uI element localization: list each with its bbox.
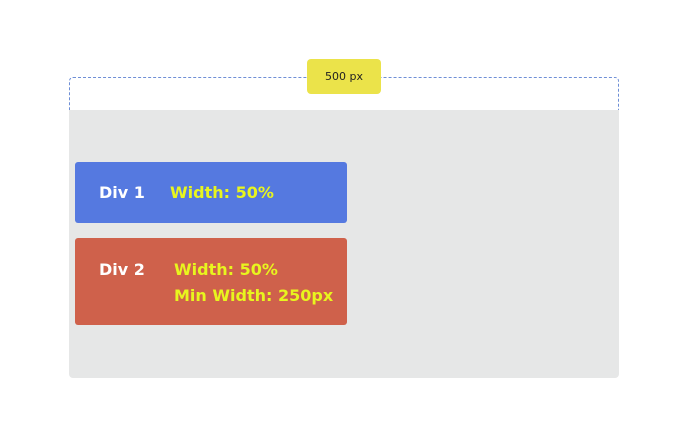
- width-measure-label: 500 px: [325, 70, 363, 83]
- div-1-name: Div 1: [99, 183, 145, 202]
- div-1-box: Div 1 Width: 50%: [75, 162, 347, 223]
- div-2-name: Div 2: [99, 260, 145, 279]
- div-1-width-label: Width: 50%: [170, 183, 274, 202]
- div-2-box: Div 2 Width: 50% Min Width: 250px: [75, 238, 347, 325]
- width-measure-badge: 500 px: [307, 59, 381, 94]
- div-2-min-width-label: Min Width: 250px: [174, 286, 334, 305]
- div-2-width-label: Width: 50%: [174, 260, 278, 279]
